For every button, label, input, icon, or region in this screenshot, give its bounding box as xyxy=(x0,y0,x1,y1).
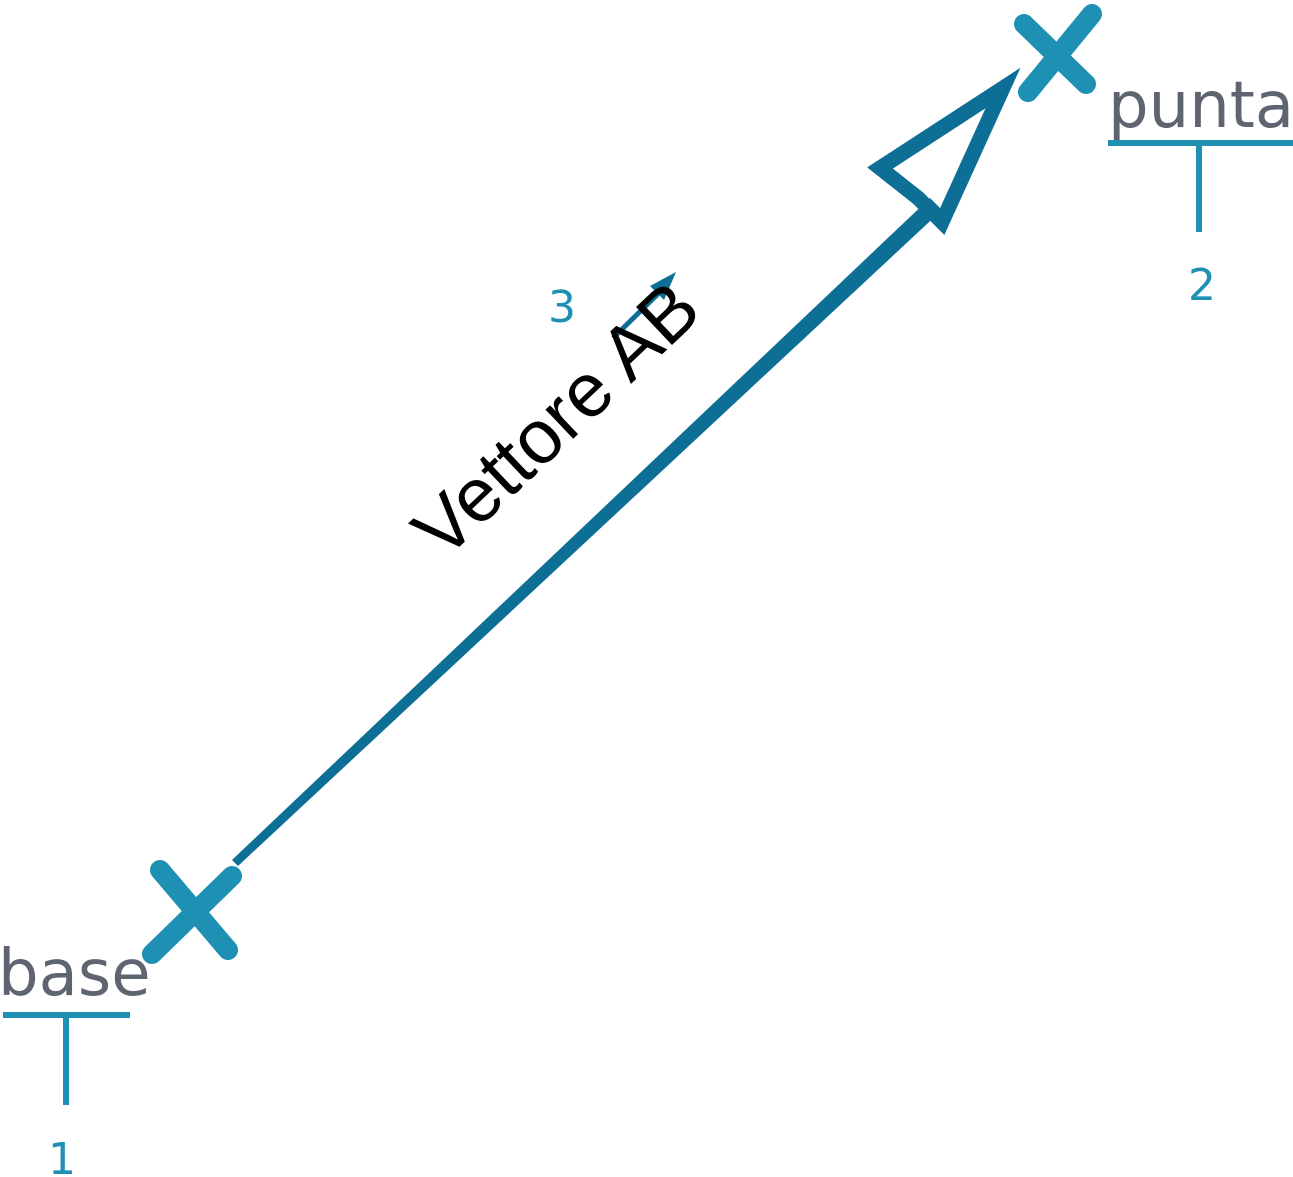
vector-direction-arrow-icon xyxy=(611,272,676,340)
vector-index: 3 xyxy=(548,282,576,333)
base-point-name: base xyxy=(0,937,151,1011)
vector-arrowhead-icon xyxy=(867,67,1021,235)
tip-index-tick-icon xyxy=(1108,140,1293,232)
tip-point-name: punta xyxy=(1108,69,1293,143)
tip-point-marker-icon xyxy=(1014,4,1102,102)
base-point-index: 1 xyxy=(48,1134,76,1177)
vector-shaft xyxy=(232,198,942,866)
base-point-marker-icon xyxy=(142,860,242,964)
base-index-tick-icon xyxy=(3,1012,130,1105)
tip-point-index: 2 xyxy=(1188,260,1216,311)
